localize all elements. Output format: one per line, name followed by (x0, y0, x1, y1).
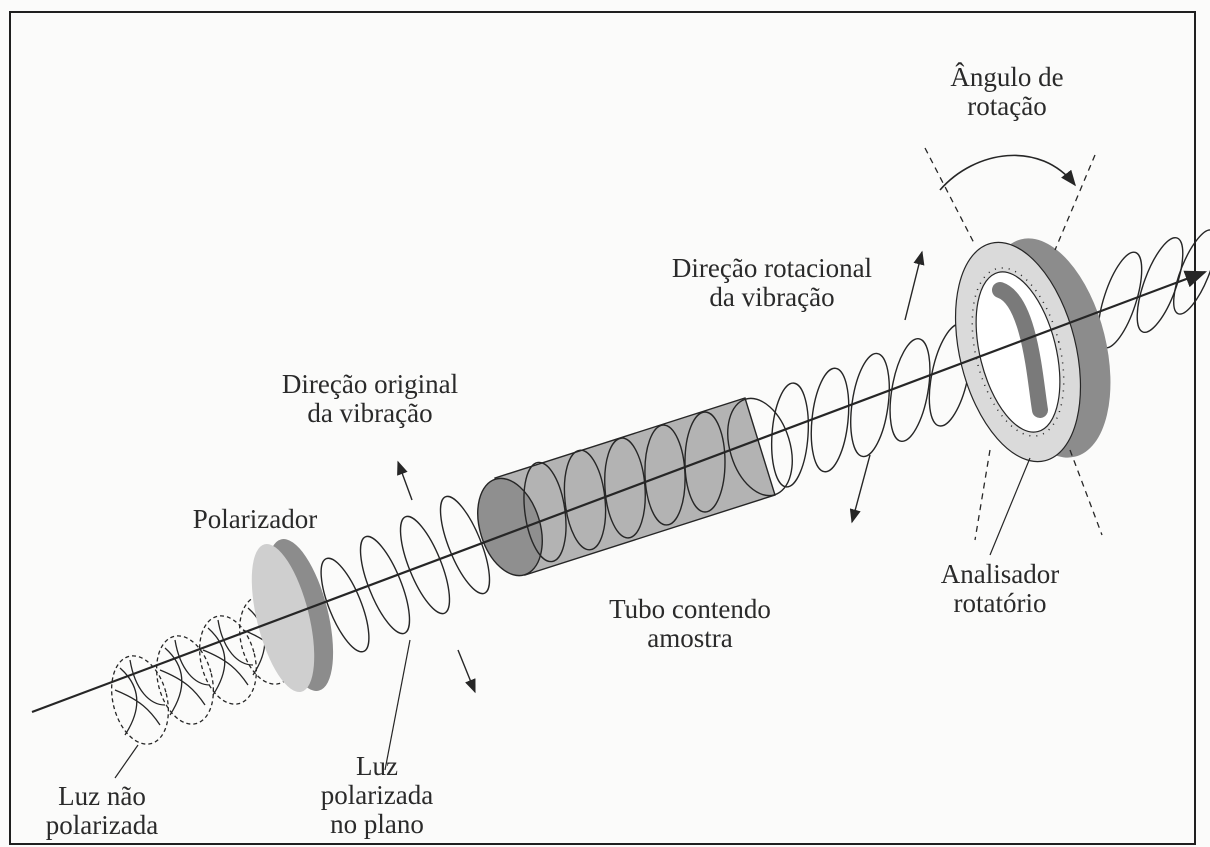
label-sample-tube: Tubo contendo amostra (585, 595, 795, 653)
unpolarized-bundle-1 (103, 650, 177, 750)
arrow-icon (852, 455, 870, 522)
sample-tube (467, 390, 804, 583)
analyzer-disc (935, 225, 1132, 474)
unpolarized-bundle-3 (191, 610, 265, 710)
label-rotational-direction: Direção rotacional da vibração (652, 254, 892, 312)
arrow-icon (398, 462, 412, 500)
arrow-icon (905, 252, 922, 320)
label-rotating-analyzer: Analisador rotatório (915, 560, 1085, 618)
label-unpolarized-light: Luz não polarizada (32, 782, 172, 840)
label-plane-polarized-light: Luz polarizada no plano (302, 752, 452, 839)
rotation-arc-icon (940, 155, 1075, 190)
label-original-direction: Direção original da vibração (255, 370, 485, 428)
label-polarizer: Polarizador (170, 505, 340, 534)
label-rotation-angle: Ângulo de rotação (912, 63, 1102, 121)
arrow-icon (458, 650, 475, 692)
